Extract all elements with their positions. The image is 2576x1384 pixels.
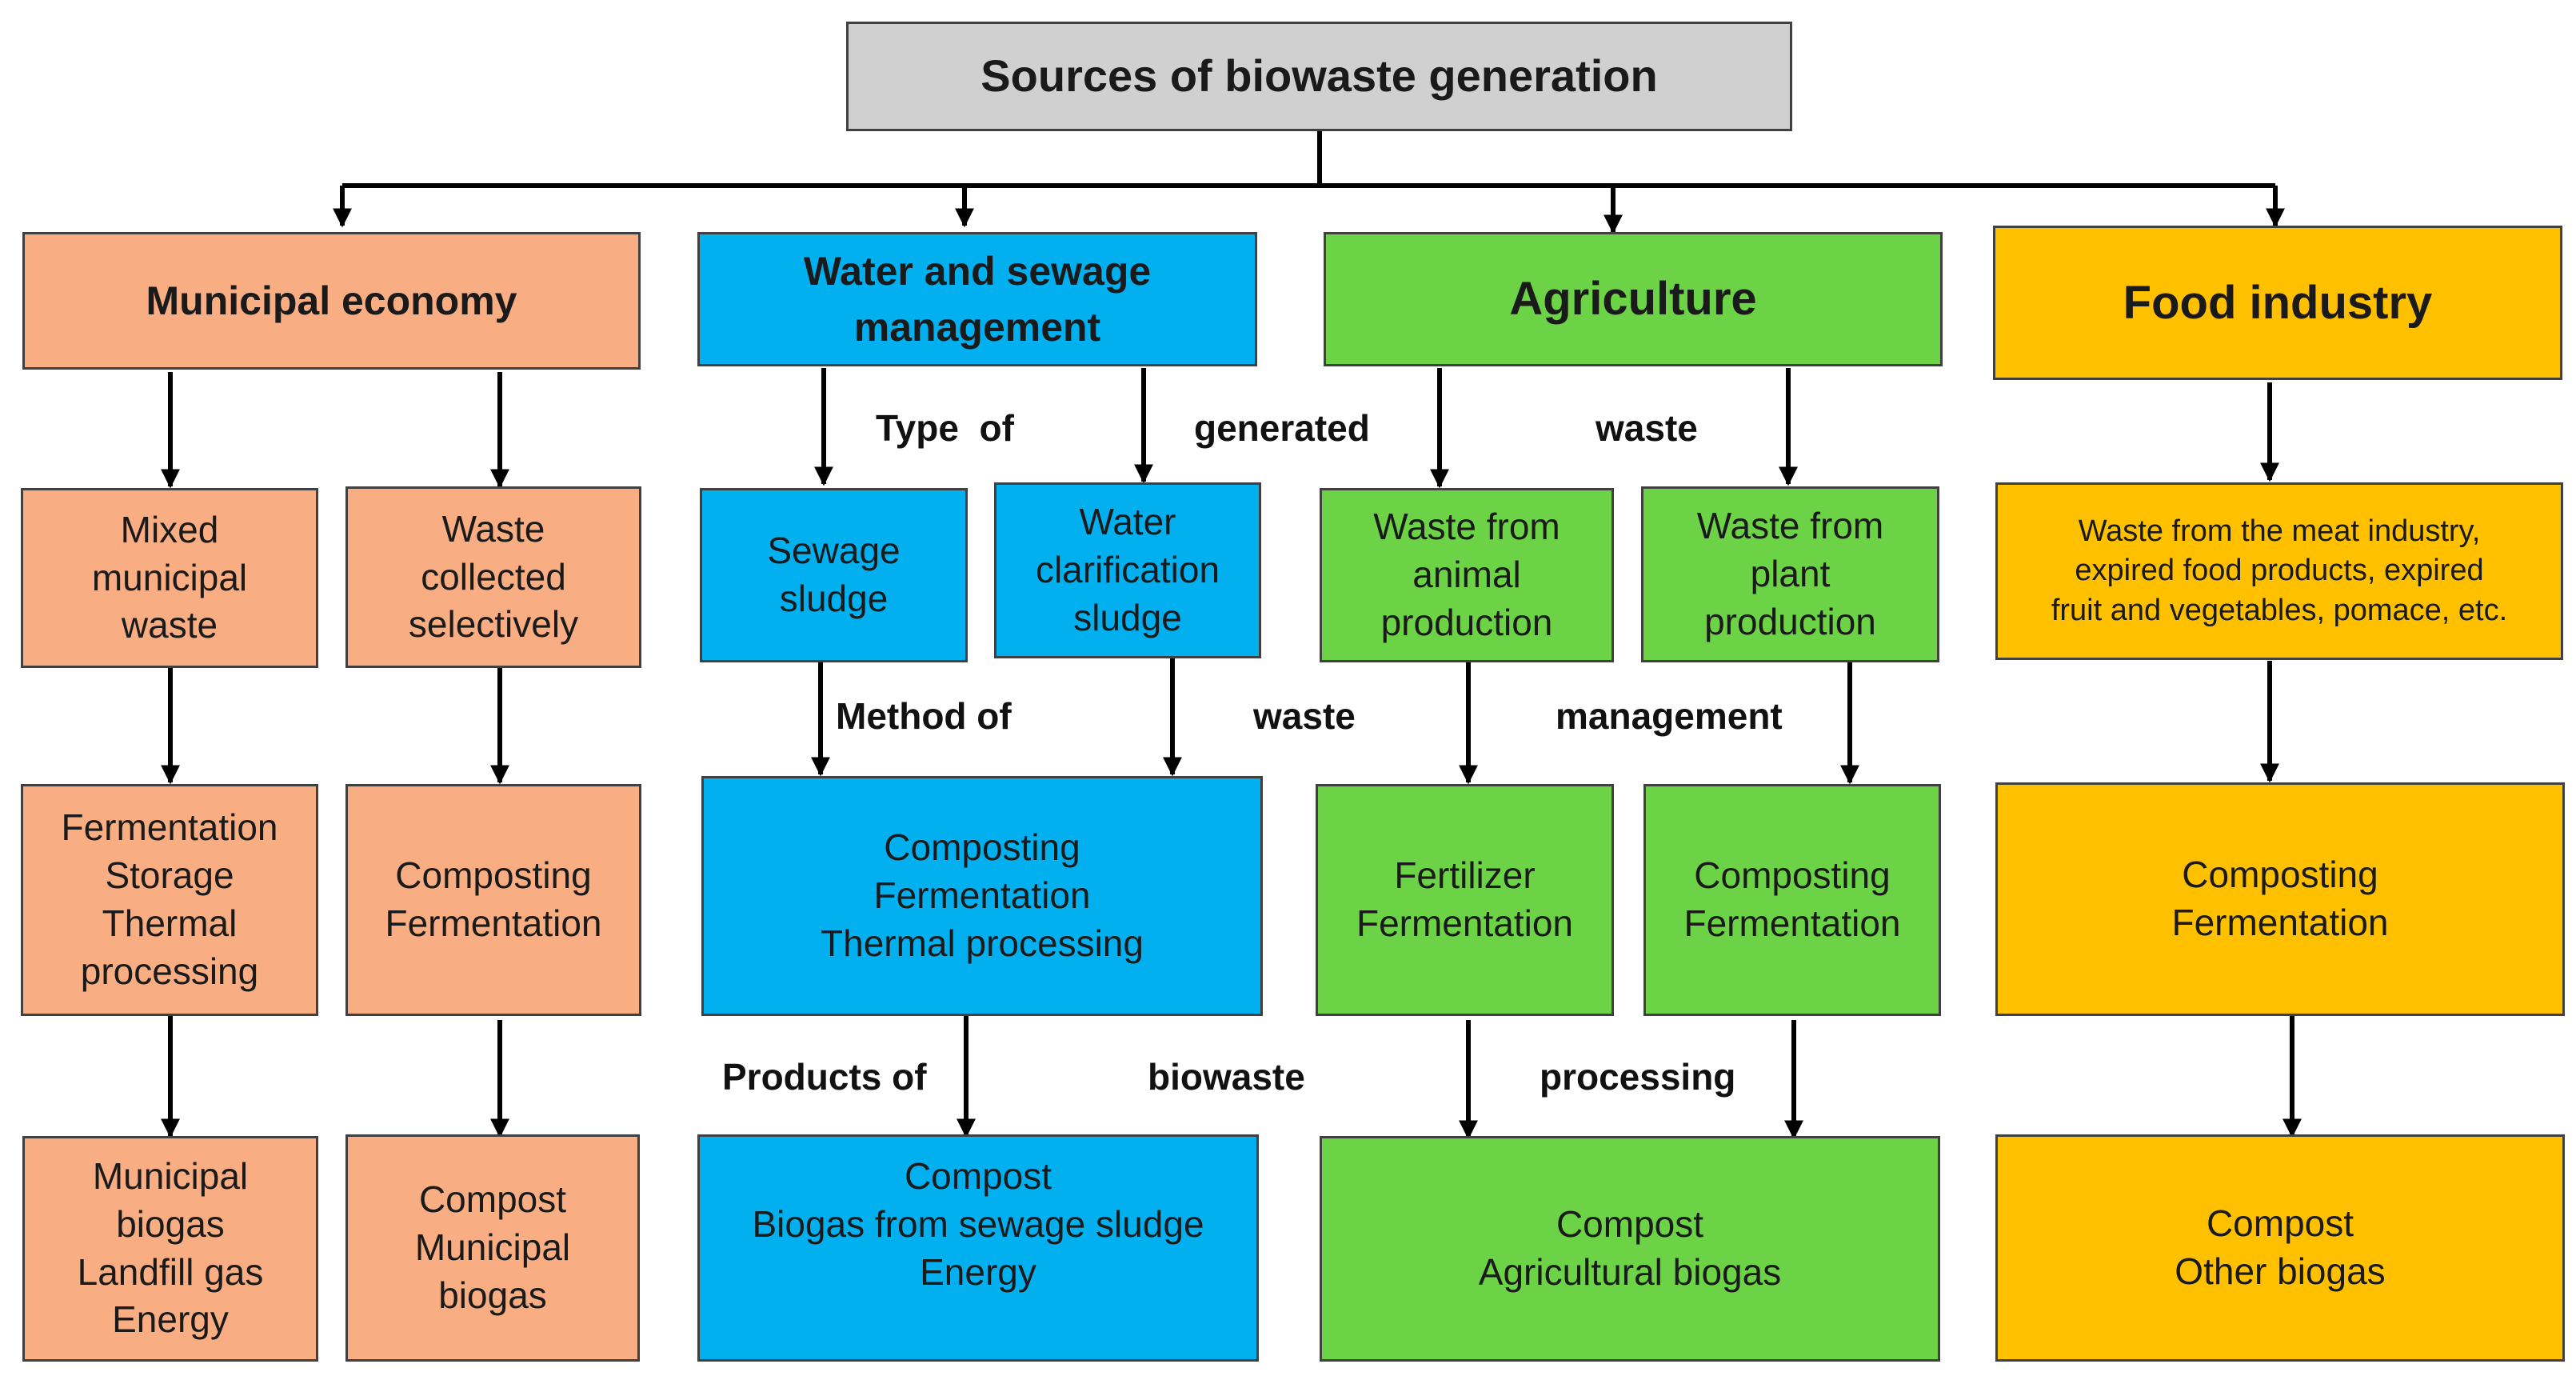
category-municipal-economy: Municipal economy [22,232,641,370]
waste-animal-production: Waste from animal production [1320,488,1614,662]
row-label-type: Type of [876,407,1014,449]
product-mixed-municipal: Municipal biogas Landfill gas Energy [22,1136,318,1362]
row-label-products: Products of [722,1056,927,1098]
method-animal-production: Fertilizer Fermentation [1316,784,1614,1016]
method-plant-production: Composting Fermentation [1643,784,1941,1016]
row-label-type: waste [1596,407,1698,449]
category-label: Water and sewage [803,249,1152,294]
row-label-products: processing [1540,1056,1736,1098]
row-label-method: Method of [836,695,1012,737]
row-label-method: waste [1253,695,1356,737]
waste-mixed-municipal: Mixed municipal waste [21,488,318,668]
product-water-sewage: Compost Biogas from sewage sludge Energy [697,1134,1259,1362]
waste-plant-production: Waste from plant production [1641,486,1939,662]
waste-collected-selectively: Waste collected selectively [345,486,641,668]
product-food-industry: Compost Other biogas [1995,1134,2565,1362]
row-label-products: biowaste [1148,1056,1305,1098]
category-label: Municipal economy [146,278,517,323]
category-agriculture: Agriculture [1324,232,1943,366]
row-label-type: generated [1194,407,1370,449]
category-water-sewage: Water and sewage management [697,232,1257,366]
category-label: Food industry [2123,276,2433,329]
method-food-industry: Composting Fermentation [1995,782,2565,1016]
product-collected-selectively: Compost Municipal biogas [345,1134,640,1362]
method-water-sewage: Composting Fermentation Thermal processi… [701,776,1263,1016]
diagram-title: Sources of biowaste generation [846,22,1792,131]
category-food-industry: Food industry [1993,226,2562,380]
method-mixed-municipal: Fermentation Storage Thermal processing [21,784,318,1016]
category-label: Agriculture [1509,273,1757,326]
waste-food-industry: Waste from the meat industry, expired fo… [1995,482,2563,660]
category-label: management [853,305,1101,350]
waste-sewage-sludge: Sewage sludge [700,488,968,662]
waste-water-clarification-sludge: Water clarification sludge [994,482,1261,658]
row-label-method: management [1556,695,1783,737]
method-collected-selectively: Composting Fermentation [345,784,641,1016]
product-agriculture: Compost Agricultural biogas [1320,1136,1940,1362]
